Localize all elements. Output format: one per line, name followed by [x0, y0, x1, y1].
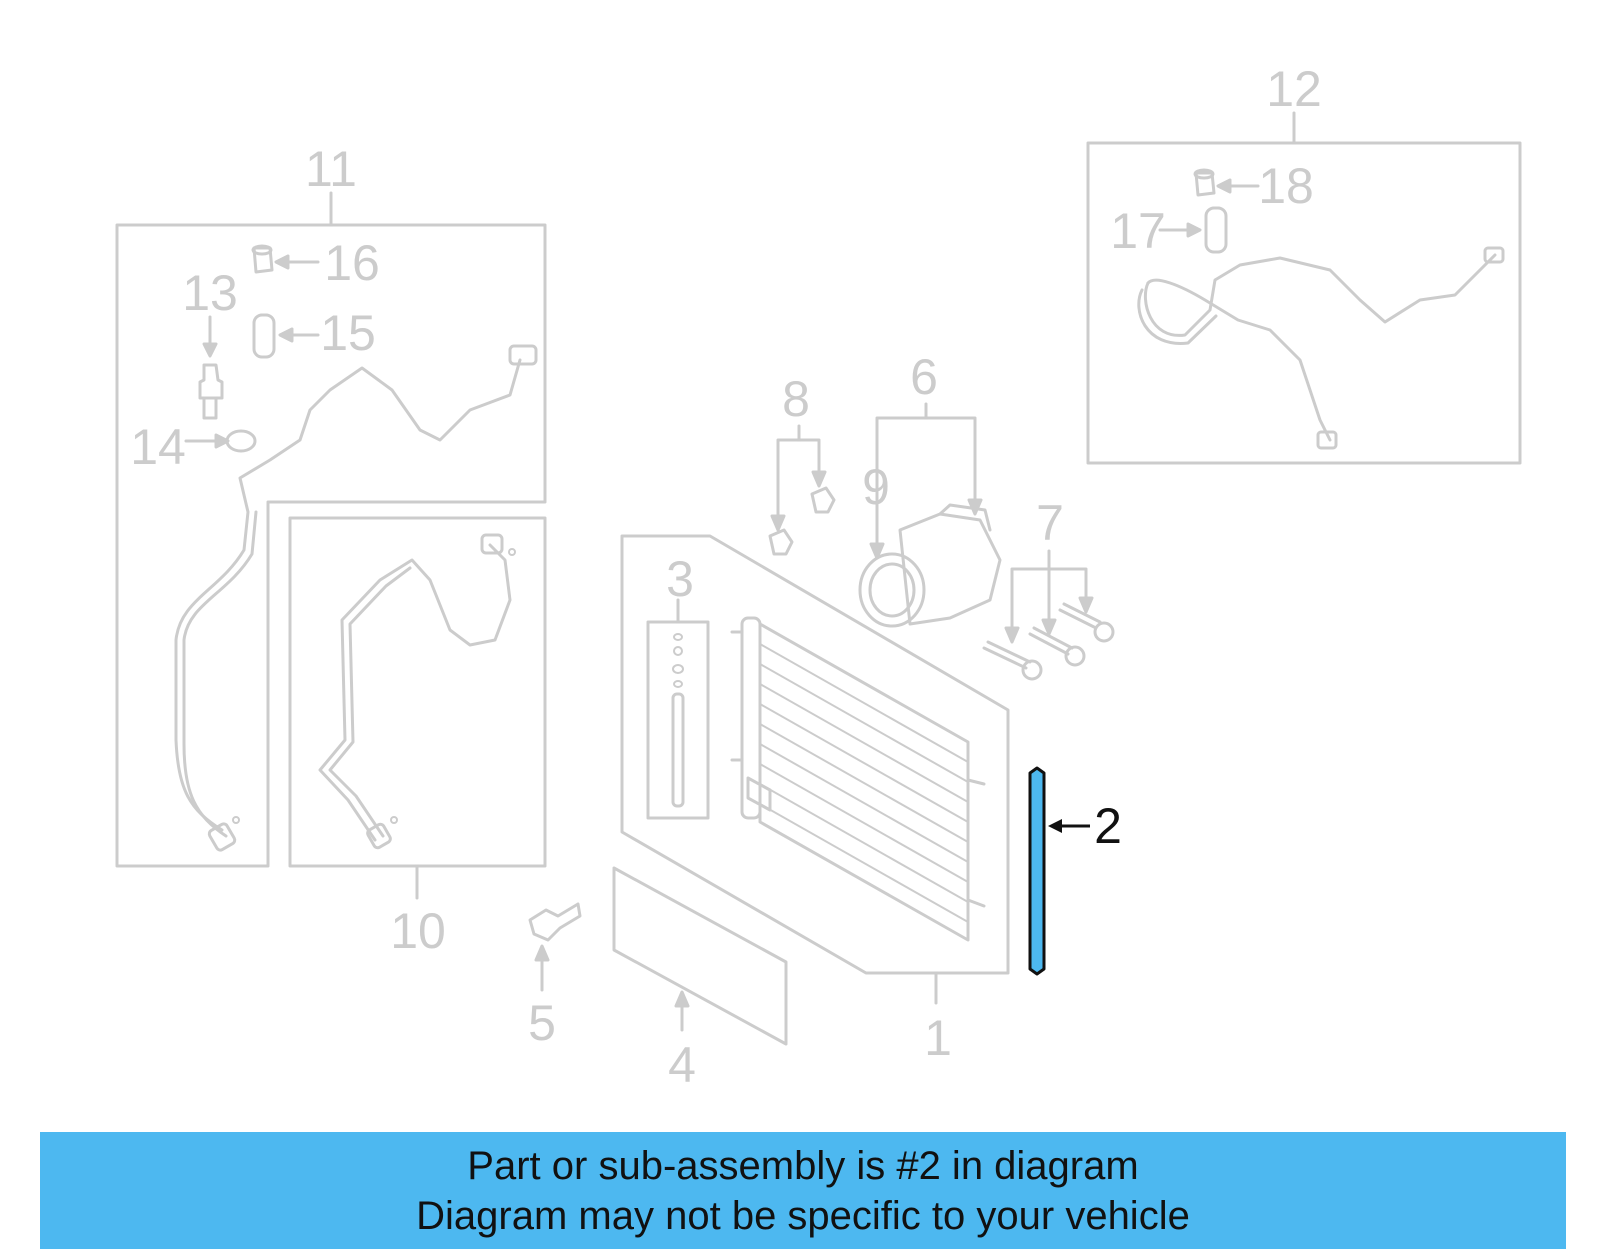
callout-6[interactable]: 6 [910, 349, 938, 405]
group-12-hose-assembly[interactable] [1086, 111, 1522, 465]
callout-14[interactable]: 14 [130, 419, 186, 475]
banner-line-part: Part or sub-assembly is #2 in diagram [467, 1143, 1139, 1188]
callout-13[interactable]: 13 [182, 265, 238, 321]
callout-12[interactable]: 12 [1266, 61, 1322, 117]
banner-line-disclaimer: Diagram may not be specific to your vehi… [416, 1193, 1190, 1238]
callout-1[interactable]: 1 [924, 1010, 952, 1066]
receiver-drier-part-3[interactable] [646, 598, 710, 820]
info-banner: Part or sub-assembly is #2 in diagram Di… [40, 1132, 1566, 1249]
callout-17[interactable]: 17 [1110, 203, 1166, 259]
bracket-part-5[interactable] [528, 902, 582, 992]
plugs-part-8[interactable] [768, 424, 836, 556]
condenser-part-1[interactable] [620, 534, 1010, 1005]
callout-8[interactable]: 8 [782, 371, 810, 427]
callout-16[interactable]: 16 [324, 235, 380, 291]
callout-2[interactable]: 2 [1094, 798, 1122, 854]
callout-11[interactable]: 11 [305, 141, 357, 197]
callout-18[interactable]: 18 [1258, 158, 1314, 214]
seal-part-2-highlighted[interactable] [1028, 766, 1090, 976]
panel-part-4[interactable] [612, 866, 788, 1046]
compressor-part-6[interactable] [858, 402, 1002, 628]
callout-9[interactable]: 9 [862, 459, 890, 515]
group-10-hose-assembly[interactable] [288, 516, 547, 900]
callout-10[interactable]: 10 [390, 903, 446, 959]
callout-15[interactable]: 15 [320, 305, 376, 361]
callout-4[interactable]: 4 [668, 1037, 696, 1093]
group-11-hose-assembly[interactable] [115, 191, 547, 868]
callout-7[interactable]: 7 [1036, 495, 1064, 551]
callout-3[interactable]: 3 [666, 551, 694, 607]
bolts-part-7[interactable] [982, 549, 1115, 681]
callout-5[interactable]: 5 [528, 995, 556, 1051]
condenser-fins [759, 643, 969, 923]
